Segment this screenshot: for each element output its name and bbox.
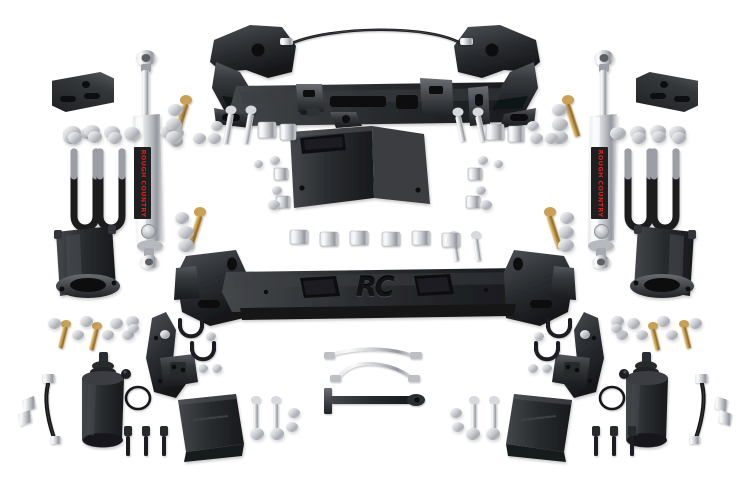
small-ubolt-left-2: [190, 341, 216, 362]
shock-right-brand-label: ROUGH COUNTRY: [591, 147, 608, 219]
shock-right-brand-text: ROUGH COUNTRY: [596, 149, 604, 217]
lift-block-right: [636, 72, 698, 112]
bump-stop-right: [626, 352, 668, 448]
sway-bar-link: [324, 388, 425, 414]
bump-stop-left: [82, 352, 124, 448]
socket-bolts-right: [592, 426, 636, 456]
shock-left-badge: [141, 224, 156, 239]
ubolt-right: [624, 148, 680, 232]
lift-block-left: [52, 72, 114, 112]
upper-crossmember: [210, 25, 540, 128]
strut-spacer-left: [54, 225, 120, 298]
strut-spacer-right: [630, 225, 696, 298]
snap-ring-left: [121, 369, 152, 411]
skid-plate-right: [506, 394, 572, 462]
brake-line-center: [324, 347, 422, 382]
brake-line-left: [18, 374, 61, 444]
gold-bolts: [58, 95, 692, 351]
brake-line-right: [689, 374, 732, 444]
snap-ring-right: [598, 369, 629, 411]
rc-logo-crossmember: RC: [356, 272, 395, 303]
small-ubolt-right: [546, 318, 572, 339]
bracket-left: [146, 312, 198, 398]
small-ubolt-right-2: [534, 341, 560, 362]
shock-left-brand-label: ROUGH COUNTRY: [134, 147, 151, 219]
hex-bolts: [223, 105, 499, 428]
center-skid-plate: [290, 126, 430, 208]
cable: [280, 28, 473, 46]
skid-plate-left: [178, 394, 244, 462]
shock-left-brand-text: ROUGH COUNTRY: [139, 149, 147, 217]
socket-bolts-left: [124, 426, 168, 456]
bracket-right: [552, 312, 604, 398]
shock-right-badge: [594, 224, 609, 239]
spacer-plates: [257, 121, 525, 248]
small-ubolt-left: [178, 318, 204, 339]
ubolt-left: [70, 148, 126, 232]
